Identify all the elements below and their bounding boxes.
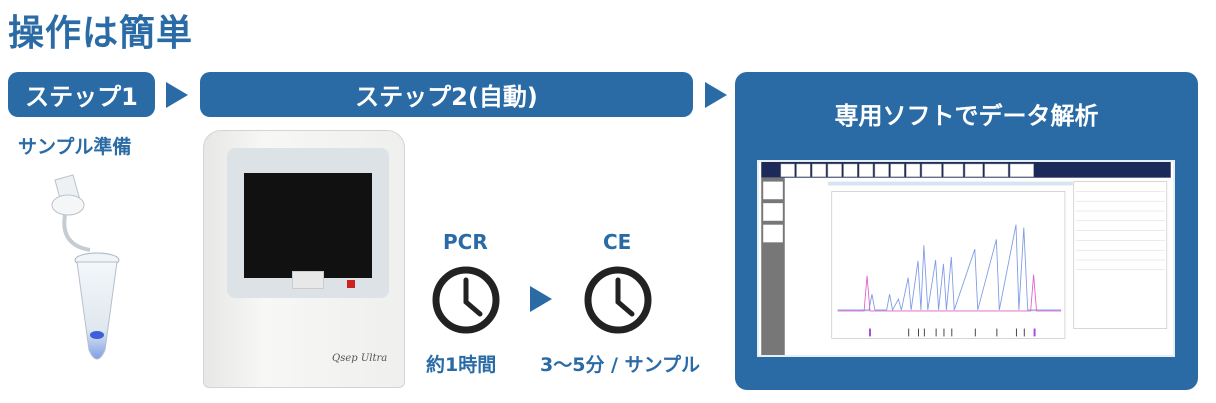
step1-caption: サンプル準備 <box>18 136 132 158</box>
step2-pill: ステップ2(自動) <box>200 72 693 117</box>
arrow-right-icon <box>166 82 188 108</box>
pcr-time: 約1時間 <box>426 354 497 376</box>
ce-time: 3～5分 / サンプル <box>540 354 701 376</box>
clock-icon <box>432 266 500 334</box>
arrow-right-icon <box>530 286 552 312</box>
step3-title: 専用ソフトでデータ解析 <box>834 102 1099 130</box>
clock-icon <box>584 266 652 334</box>
arrow-right-icon <box>705 82 727 108</box>
step3-panel: 専用ソフトでデータ解析 <box>735 72 1198 390</box>
pcr-label: PCR <box>443 230 488 254</box>
page-title: 操作は簡単 <box>8 13 194 54</box>
ce-label: CE <box>603 230 632 254</box>
software-screenshot-image <box>757 160 1175 357</box>
instrument-logo: Qsep Ultra <box>332 353 388 364</box>
sample-tube-image <box>51 174 120 360</box>
instrument-image: Qsep Ultra <box>203 130 405 388</box>
step1-pill: ステップ1 <box>8 72 155 117</box>
